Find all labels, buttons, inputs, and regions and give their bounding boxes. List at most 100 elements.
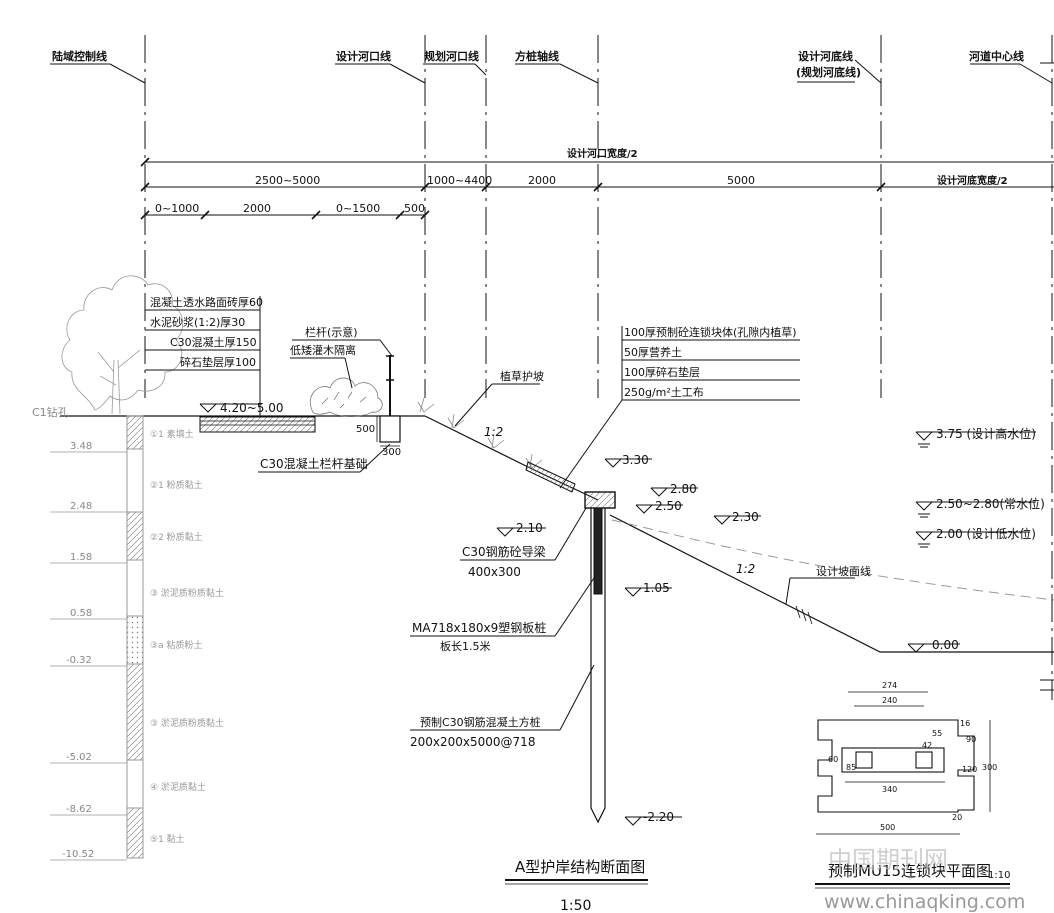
- lower-slope-ratio: 1:2: [736, 562, 755, 576]
- block-scale: 1:10: [988, 870, 1010, 881]
- block-dim-55: 55: [932, 729, 942, 738]
- dim-0-1500: 0~1500: [336, 202, 380, 215]
- square-pile-label: 预制C30钢筋混凝土方桩: [420, 715, 541, 729]
- elev-0-00: 0.00: [932, 638, 959, 652]
- stratum-1: ①1 素填土: [150, 428, 194, 440]
- dim-bottom-half-width: 设计河底宽度/2: [937, 174, 1008, 187]
- dim-2500-5000: 2500~5000: [255, 174, 320, 187]
- block-dim-20: 20: [952, 813, 962, 822]
- block-dim-90: 90: [966, 735, 976, 744]
- block-dim-120: 120: [962, 765, 977, 774]
- upper-slope-ratio: 1:2: [484, 425, 503, 439]
- dim-sub-2000: 2000: [243, 202, 271, 215]
- top-label-leaders: [50, 59, 1053, 84]
- block-layer-2: 50厚营养土: [624, 345, 682, 359]
- elev-2-80: 2.80: [670, 482, 697, 496]
- water-level-markers: [915, 431, 1036, 548]
- bh-level-5: -0.32: [66, 655, 92, 666]
- elev-2-30: 2.30: [732, 510, 759, 524]
- planting-slope-label: 植草护坡: [500, 369, 544, 383]
- stratum-2: ②1 粉质黏土: [150, 479, 203, 491]
- guide-beam-label: C30钢筋砼导梁: [462, 544, 546, 559]
- elev-2-50: 2.50: [655, 499, 682, 513]
- riverbed-profile: [609, 514, 1054, 653]
- railing-label: 栏杆(示意): [305, 325, 358, 339]
- square-pile-size: 200x200x5000@718: [410, 735, 535, 749]
- railing-base-height: 500: [356, 424, 375, 435]
- plan-bank-line-label: 规划河口线: [424, 49, 479, 63]
- river-centerline-label: 河道中心线: [969, 49, 1024, 63]
- main-title: A型护岸结构断面图: [515, 858, 645, 876]
- block-dim-274: 274: [882, 681, 897, 690]
- pavement-layer-1: 混凝土透水路面砖厚60: [150, 295, 263, 309]
- block-dimension-lines: [816, 691, 991, 835]
- design-bank-line-label: 设计河口线: [336, 49, 391, 63]
- sheet-pile: [593, 507, 603, 595]
- normal-water-level: 2.50~2.80(常水位): [936, 496, 1045, 511]
- railing-base-label: C30混凝土栏杆基础: [260, 456, 368, 471]
- block-dim-340: 340: [882, 785, 897, 794]
- square-pile: [590, 508, 606, 824]
- slope-grass: [417, 397, 543, 469]
- watermark-cn: 中国期刊网: [828, 846, 948, 874]
- design-high-water-level: 3.75 (设计高水位): [936, 426, 1036, 441]
- elevation-markers: [199, 403, 960, 826]
- pavement-layer-3: C30混凝土厚150: [170, 335, 257, 349]
- elev-3-30: 3.30: [622, 453, 649, 467]
- land-control-line-label: 陆域控制线: [52, 49, 107, 63]
- bh-level-6: -5.02: [66, 752, 92, 763]
- railing-foundation: [379, 415, 401, 443]
- block-dim-500: 500: [880, 823, 895, 832]
- bh-level-2: 2.48: [70, 501, 92, 512]
- block-title: 预制MU15连锁块平面图: [828, 862, 991, 880]
- stratum-5: ③a 粘质粉土: [150, 639, 202, 651]
- pavement-layer-4: 碎石垫层厚100: [180, 355, 256, 369]
- dim-2000: 2000: [528, 174, 556, 187]
- bh-level-7: -8.62: [66, 804, 92, 815]
- block-layer-3: 100厚碎石垫层: [624, 365, 700, 379]
- tree-sketch: [61, 275, 184, 415]
- leaders: [145, 296, 855, 731]
- watermark-url: www.chinaqking.com: [824, 891, 1025, 913]
- bh-level-4: 0.58: [70, 608, 92, 619]
- dim-river-half-width: 设计河口宽度/2: [567, 147, 638, 160]
- sheet-pile-label: MA718x180x9塑钢板桩: [412, 620, 546, 635]
- shrub-hedge: [310, 377, 383, 417]
- guide-beam: [584, 491, 616, 509]
- design-slope-line-label: 设计坡面线: [816, 564, 871, 578]
- dim-5000: 5000: [727, 174, 755, 187]
- elev-1-05: 1.05: [643, 581, 670, 595]
- sheet-pile-length: 板长1.5米: [440, 639, 491, 653]
- railing-base-width: 300: [382, 447, 401, 458]
- dim-1000-4400: 1000~4400: [427, 174, 492, 187]
- borehole-level-marks: [50, 451, 127, 861]
- reference-lines: [144, 35, 1053, 700]
- stratum-4: ③ 淤泥质粉质黏土: [150, 587, 224, 599]
- elev-top: 4.20~5.00: [220, 401, 284, 415]
- block-dim-85: 85: [846, 763, 856, 772]
- stratum-6: ③ 淤泥质粉质黏土: [150, 717, 224, 729]
- block-layer-1: 100厚预制砼连锁块体(孔隙内植草): [624, 325, 797, 339]
- design-slope-dashed: [611, 519, 1054, 601]
- guide-beam-size: 400x300: [468, 565, 521, 579]
- plan-bottom-line-label: (规划河底线): [796, 65, 861, 79]
- stratum-3: ②2 粉质黏土: [150, 531, 203, 543]
- design-low-water-level: 2.00 (设计低水位): [936, 526, 1036, 541]
- pile-axis-label: 方桩轴线: [515, 49, 559, 63]
- block-plan: [817, 719, 975, 813]
- block-dim-300: 300: [982, 763, 997, 772]
- block-dim-16: 16: [960, 719, 970, 728]
- dimension-chains: [140, 157, 1054, 220]
- pavement-structure: [199, 416, 316, 433]
- block-dim-42: 42: [922, 741, 932, 750]
- block-layer-4: 250g/m²土工布: [624, 386, 704, 399]
- elev-minus-2-20: -2.20: [643, 810, 674, 824]
- bh-level-3: 1.58: [70, 552, 92, 563]
- main-scale: 1:50: [560, 898, 591, 913]
- elev-2-10: 2.10: [516, 521, 543, 535]
- bh-level-1: 3.48: [70, 441, 92, 452]
- borehole-column: [126, 415, 144, 859]
- stratum-8: ⑤1 黏土: [150, 833, 185, 845]
- pavement-layer-2: 水泥砂浆(1:2)厚30: [150, 315, 245, 329]
